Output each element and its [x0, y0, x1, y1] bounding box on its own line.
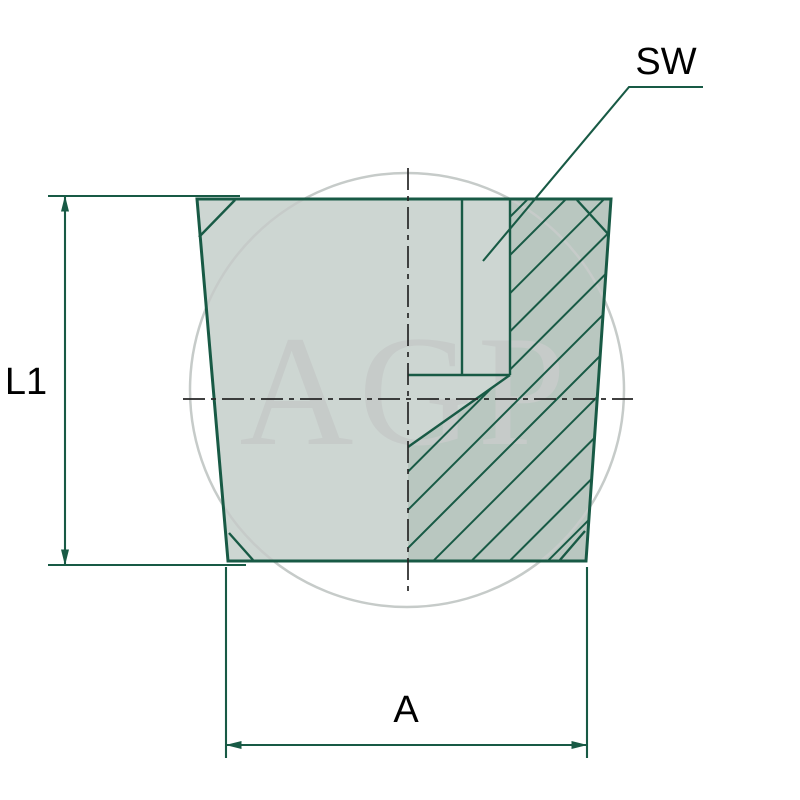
dimension-a: A: [224, 567, 589, 758]
chamfer-bottom-left-edge: [228, 532, 254, 561]
sw-leader-line: [482, 85, 703, 262]
chamfer-top-left-edge: [198, 199, 236, 238]
chamfer-top-right-edge: [576, 199, 610, 236]
dimension-l1: L1: [5, 194, 246, 567]
drill-cone-edge: [407, 374, 511, 448]
plug-outline: [195, 197, 613, 563]
a-label: A: [393, 689, 419, 731]
section-hatching: [408, 199, 611, 561]
callout-sw: SW: [482, 41, 703, 262]
sw-label: SW: [635, 41, 696, 83]
l1-label: L1: [5, 361, 47, 403]
chamfer-bottom-right-edge: [559, 530, 586, 561]
watermark-circle: [188, 171, 626, 609]
